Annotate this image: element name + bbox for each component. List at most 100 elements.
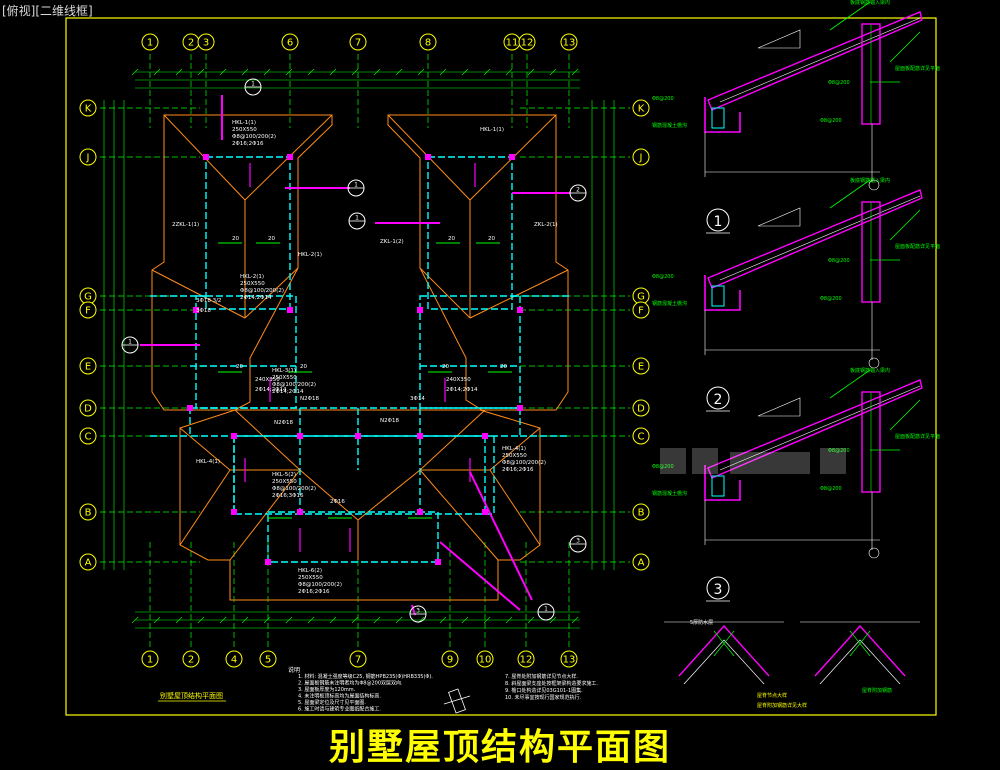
dimension-lines — [103, 68, 615, 629]
dimension-tick — [571, 68, 579, 76]
dimension-tick — [153, 68, 161, 76]
dimension-tick — [329, 616, 337, 624]
axis-right-label: K — [638, 104, 645, 115]
detail-number-circle — [706, 386, 730, 410]
column-marker — [203, 154, 209, 160]
beam-label: 20 — [300, 364, 307, 370]
column-marker — [435, 559, 441, 565]
column-marker — [517, 307, 523, 313]
axis-top-bubble — [419, 33, 437, 51]
axis-left-bubble — [79, 99, 97, 117]
axis-left-bubble — [79, 427, 97, 445]
beam-label: 2Φ16;2Φ16 — [298, 589, 330, 595]
detail-text: 钢筋混凝土檐沟 — [652, 490, 687, 497]
axis-bottom-bubble — [259, 650, 277, 668]
watermark — [660, 448, 846, 474]
dimension-tick — [373, 68, 381, 76]
dimension-tick — [505, 68, 513, 76]
axis-left-bubble — [79, 553, 97, 571]
column-marker — [231, 509, 237, 515]
slope-indicator — [757, 397, 801, 417]
axis-top-bubble — [281, 33, 299, 51]
ridge-detail-rebar — [819, 639, 901, 685]
beam-label: HKL-1(1) — [232, 120, 256, 126]
ridge-line — [469, 269, 569, 319]
axis-left-bubble — [79, 301, 97, 319]
axis-right-label: D — [637, 404, 645, 415]
axis-top-label: 11 — [506, 38, 519, 49]
beam-label: 20 — [442, 364, 449, 370]
detail-text: 屋脊附加钢筋详见大样 — [757, 702, 807, 709]
axis-bottom-bubble — [517, 650, 535, 668]
beam-label: 2Φ16 — [330, 499, 345, 505]
ridge-detail-rebar — [713, 630, 735, 657]
detail-text: Φ8@200 — [820, 486, 842, 492]
note-line: 1. 材料: 混凝土强度等级C25, 钢筋HPB235(Φ)HRB335(Φ). — [298, 673, 433, 680]
axis-bottom-label: 12 — [520, 655, 533, 666]
drawing-frame — [65, 17, 937, 716]
slab-rebar — [719, 385, 921, 471]
beam-label: HKL-2(1) — [240, 274, 264, 280]
detail-number: 2 — [714, 392, 723, 408]
beam-label: ZKL-1(2) — [380, 239, 404, 245]
column-marker — [297, 509, 303, 515]
column-marker — [417, 433, 423, 439]
beam-label: N2Φ18 — [380, 418, 399, 424]
leader-line — [829, 179, 871, 209]
section-marker-label: 1 — [544, 606, 548, 613]
beam-label: Φ8@100/200(2) — [272, 486, 316, 492]
detail-text: 5厚防水层 — [690, 619, 713, 626]
column-marker — [297, 433, 303, 439]
leader-line — [829, 369, 871, 399]
section-marker-label: 3 — [576, 538, 580, 545]
detail-number-circle — [706, 576, 730, 600]
dimension-tick — [351, 68, 359, 76]
gutter-beam — [711, 107, 725, 129]
dimension-tick — [241, 616, 249, 624]
detail-number: 1 — [714, 214, 723, 230]
dimension-tick — [439, 616, 447, 624]
gutter-beam — [711, 475, 725, 497]
detail-axis-bubble — [868, 547, 880, 559]
axis-right-bubble — [632, 301, 650, 319]
beam-label: 250X550 — [232, 127, 257, 133]
detail-text: 板底钢筋锚入梁内 — [850, 177, 890, 184]
note-line: 2. 屋面板钢筋未注明者均为Φ8@200双层双向. — [298, 680, 403, 687]
notes-left: 1. 材料: 混凝土强度等级C25, 钢筋HPB235(Φ)HRB335(Φ).… — [298, 673, 433, 713]
beam-label: 250X550 — [240, 281, 265, 287]
beam-frame — [205, 156, 291, 310]
ridge-line — [419, 469, 499, 561]
beam-label: 240X350 — [255, 377, 280, 383]
section-cut — [469, 471, 533, 601]
ridge-detail-slab — [678, 624, 770, 677]
leader-line — [889, 209, 921, 241]
ridge-line — [179, 427, 231, 471]
beam-label: 2Φ16;2Φ16 — [232, 141, 264, 147]
section-marker-label: 1 — [251, 81, 255, 88]
sloped-slab — [707, 11, 923, 111]
beam-frame — [267, 511, 439, 563]
detail-axis-bubble — [868, 357, 880, 369]
axis-left-label: G — [84, 292, 92, 303]
column-marker — [287, 307, 293, 313]
viewport-label[interactable]: [俯视][二维线框] — [2, 4, 93, 18]
detail-text: 屋面板配筋详见平面 — [895, 65, 940, 72]
detail-text: Φ8@200 — [652, 464, 674, 470]
axis-left-bubble — [79, 148, 97, 166]
eaves-gutter — [704, 97, 741, 133]
dimension-tick — [527, 68, 535, 76]
axis-right-label: G — [637, 292, 645, 303]
note-line: 5. 屋面梁定位及尺寸见平面图. — [298, 699, 366, 706]
dimension-tick — [175, 68, 183, 76]
ridge-line — [419, 409, 486, 471]
dimension-tick — [483, 68, 491, 76]
section-marker-label: 1 — [355, 215, 359, 222]
axis-right-bubble — [632, 148, 650, 166]
dimension-tick — [395, 68, 403, 76]
detail-axis-bubble — [868, 179, 880, 191]
section-cut — [439, 541, 521, 611]
column-marker — [417, 307, 423, 313]
dimension-tick — [417, 68, 425, 76]
